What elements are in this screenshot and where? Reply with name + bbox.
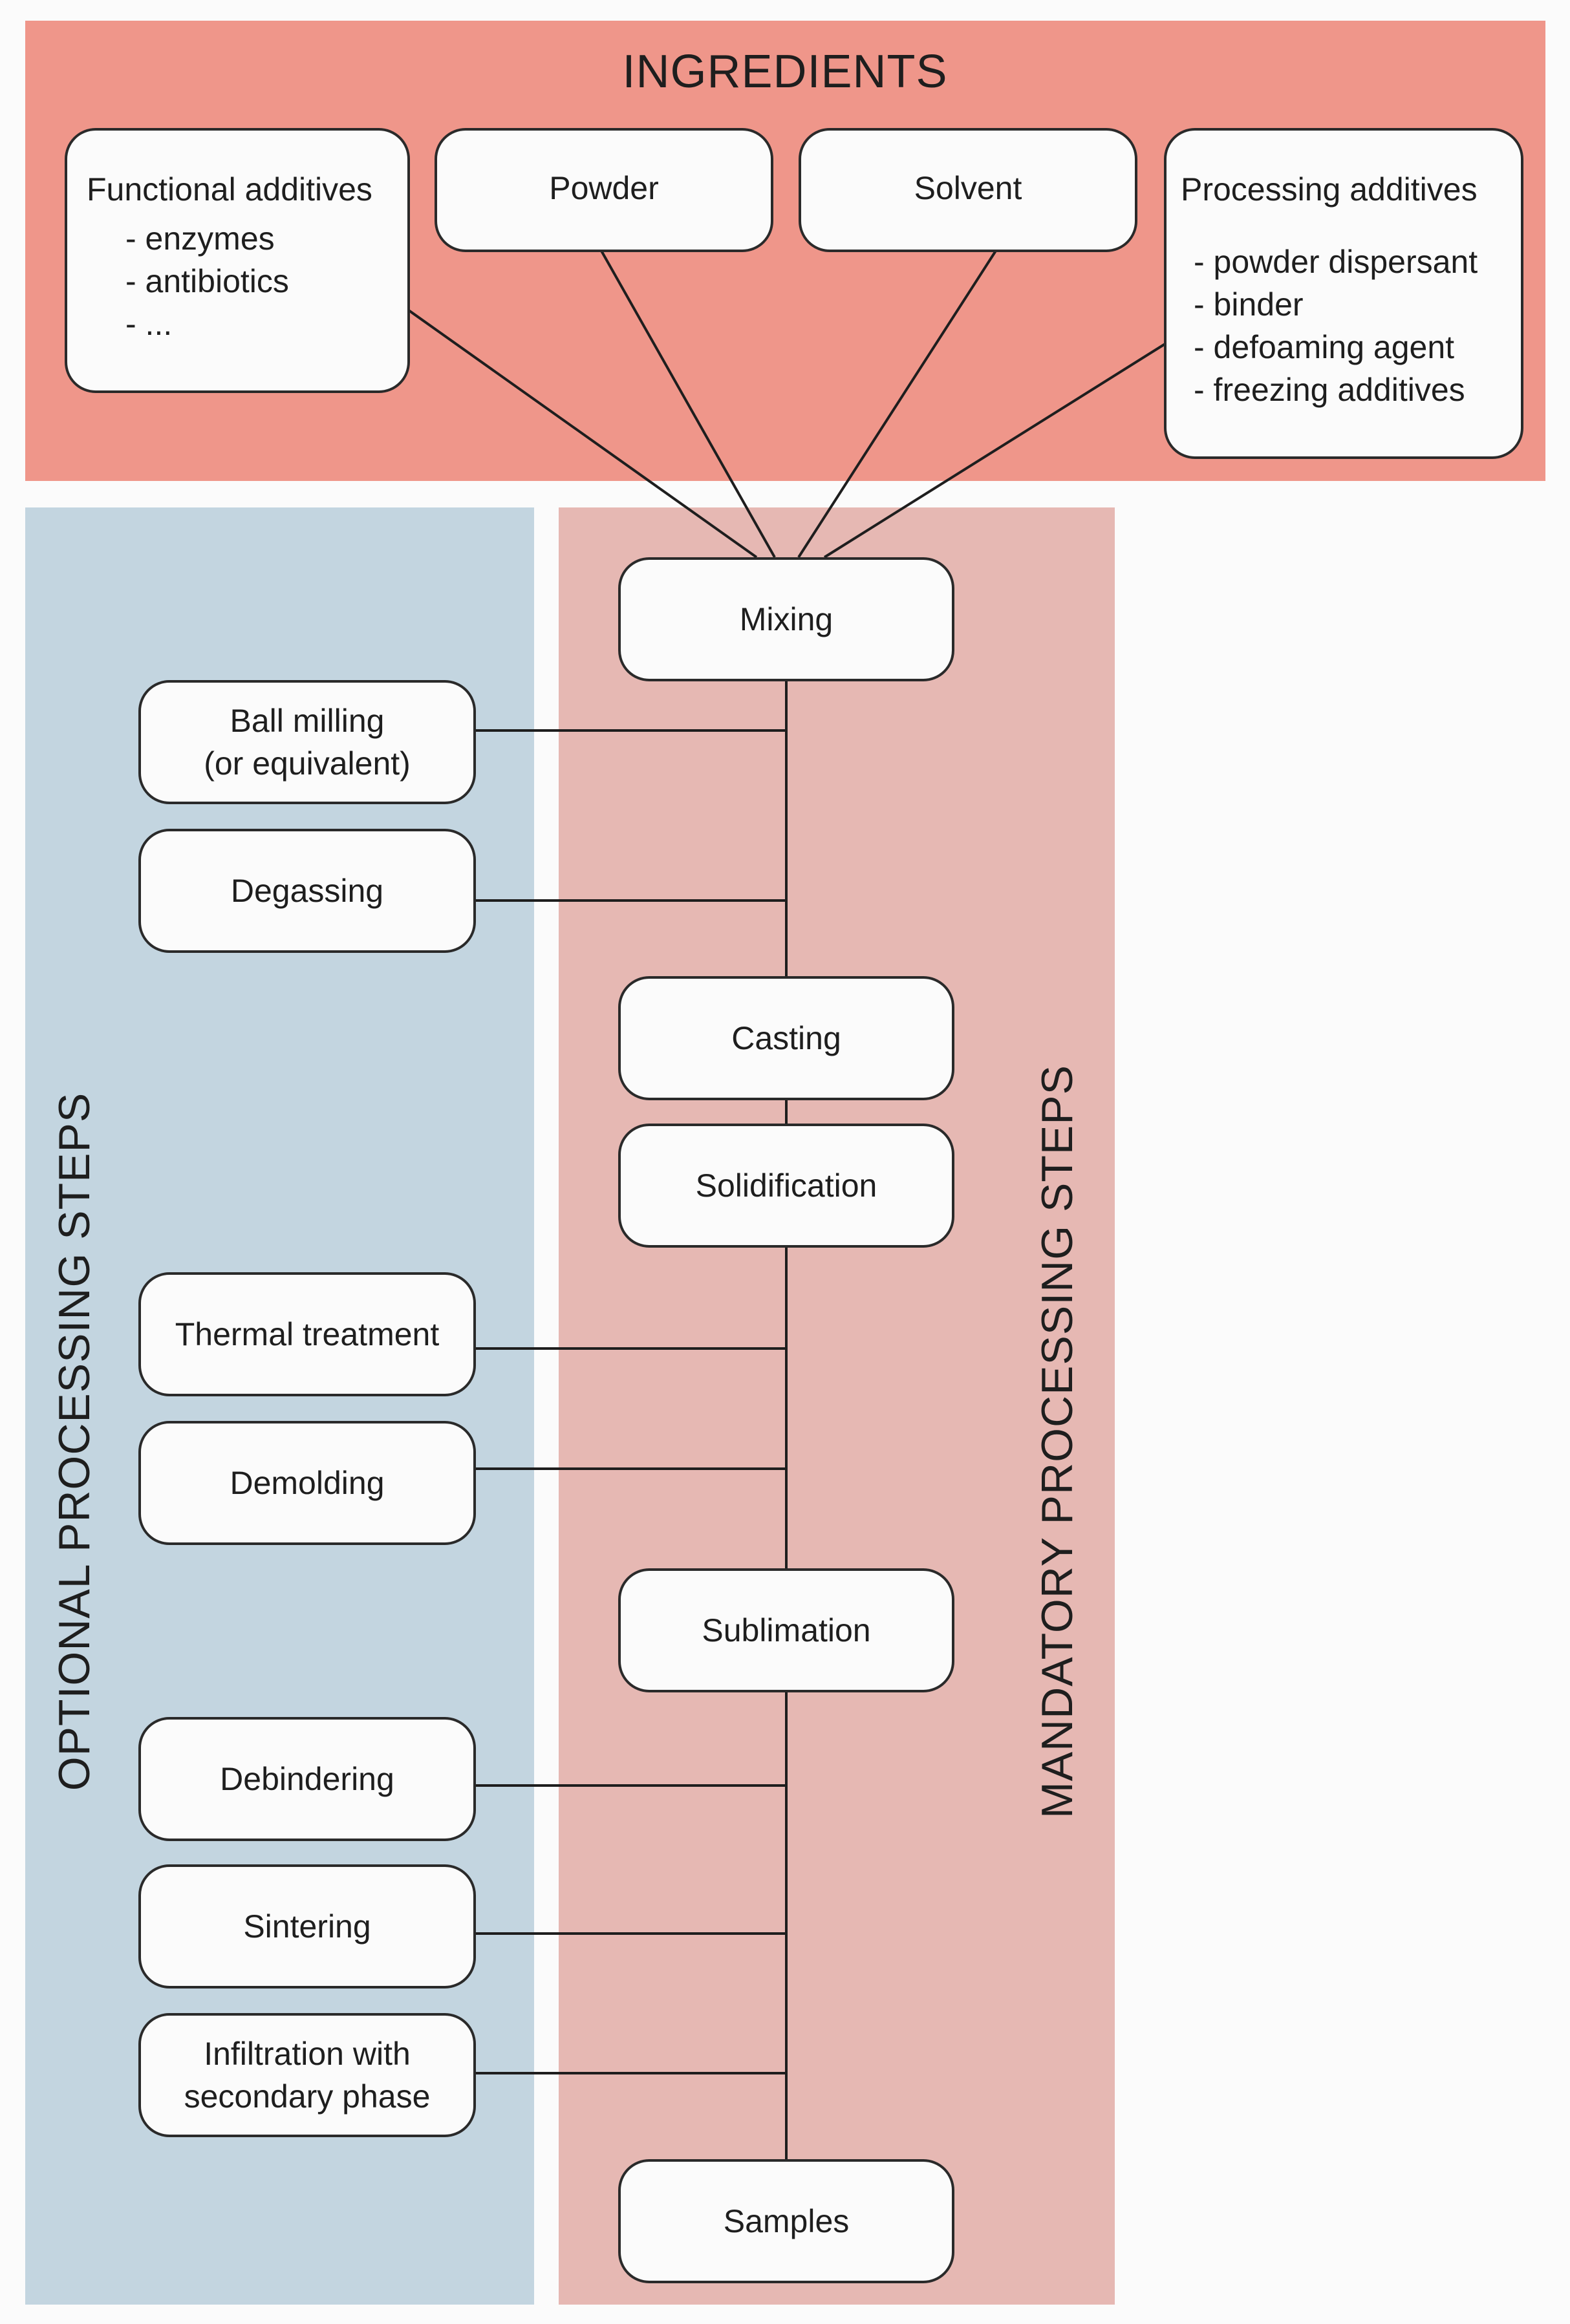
connector-powder-to-mixing [600,250,776,558]
step-label: Sintering [243,1908,371,1945]
connector-solvent-to-mixing [797,250,997,559]
optional-steps-title: OPTIONAL PROCESSING STEPS [50,1092,99,1791]
list-item: defoaming agent [1194,326,1478,368]
step-label: Degassing [230,873,384,909]
list-item: ... [125,303,289,345]
step-sublimation: Sublimation [618,1568,954,1692]
processing-additives-list: powder dispersant binder defoaming agent… [1181,240,1478,411]
step-label: Demolding [230,1465,385,1501]
list-item: powder dispersant [1194,240,1478,283]
step-label: Thermal treatment [175,1316,440,1352]
powder-box: Powder [435,128,773,252]
mandatory-steps-title: MANDATORY PROCESSING STEPS [1033,1065,1082,1818]
step-label: Casting [731,1020,841,1056]
step-casting: Casting [618,976,954,1100]
optional-step-demolding: Demolding [138,1421,476,1545]
optional-step-sintering: Sintering [138,1864,476,1988]
step-label: Mixing [739,601,833,637]
list-item: antibiotics [125,260,289,303]
connector-functional-to-mixing [407,309,758,559]
step-label: Solidification [695,1167,877,1204]
step-label: Sublimation [702,1612,871,1648]
optional-step-thermal-treatment: Thermal treatment [138,1272,476,1396]
functional-additives-box: Functional additives enzymes antibiotics… [65,128,410,393]
step-label-line1: Ball milling [230,703,385,739]
step-mixing: Mixing [618,557,954,681]
optional-step-debindering: Debindering [138,1717,476,1841]
step-label-line1: Infiltration with [204,2036,411,2072]
list-item: freezing additives [1194,368,1478,411]
step-solidification: Solidification [618,1124,954,1248]
ingredients-title: INGREDIENTS [622,46,948,98]
step-label: Samples [723,2203,850,2239]
connector-processing-to-mixing [823,341,1168,559]
list-item: binder [1194,283,1478,326]
mandatory-steps-panel [559,507,1115,2305]
processing-additives-heading: Processing additives [1181,171,1478,208]
optional-step-ball-milling: Ball milling (or equivalent) [138,680,476,804]
step-label-line2: (or equivalent) [204,745,411,782]
solvent-box: Solvent [799,128,1137,252]
optional-step-degassing: Degassing [138,829,476,953]
step-label: Debindering [220,1761,394,1797]
powder-label: Powder [549,170,659,206]
list-item: enzymes [125,217,289,260]
solvent-label: Solvent [914,170,1022,206]
processing-additives-box: Processing additives powder dispersant b… [1164,128,1523,459]
optional-steps-panel [25,507,534,2305]
step-samples: Samples [618,2159,954,2283]
optional-step-infiltration: Infiltration with secondary phase [138,2013,476,2137]
functional-additives-heading: Functional additives [87,171,372,208]
step-label-line2: secondary phase [184,2078,431,2115]
functional-additives-list: enzymes antibiotics ... [87,217,289,345]
